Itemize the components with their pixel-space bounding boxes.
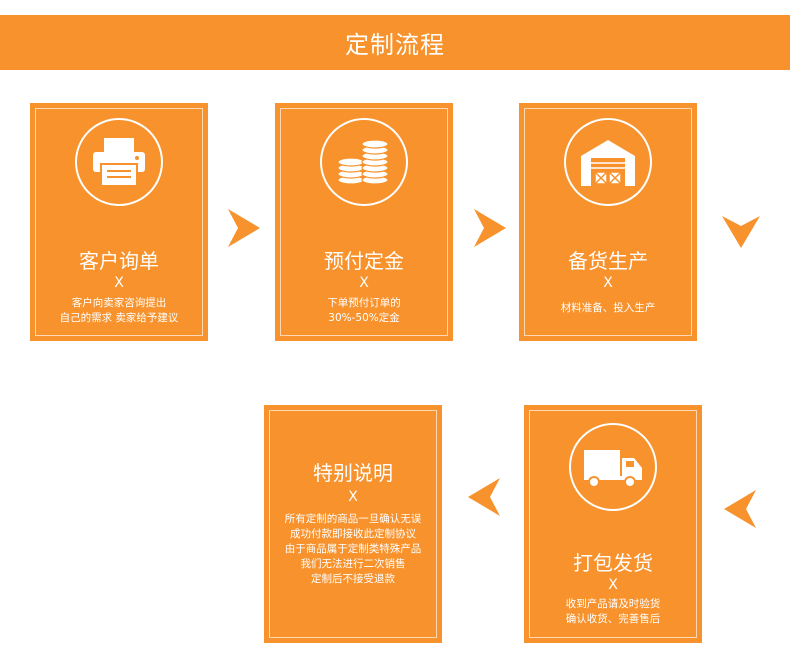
chevron-right-icon xyxy=(228,209,260,247)
chevron-down-icon xyxy=(722,216,760,248)
chevron-left-icon xyxy=(724,490,756,528)
step-mark: X xyxy=(359,275,369,291)
step-title: 备货生产 xyxy=(568,249,648,273)
step-description: 下单预付订单的 30%-50%定金 xyxy=(327,297,401,324)
step-title: 客户询单 xyxy=(79,249,159,273)
step-description: 材料准备、投入生产 xyxy=(560,302,656,314)
chevron-left-icon xyxy=(468,478,500,516)
step-description: 所有定制的商品一旦确认无误 成功付款即接收此定制协议 由于商品属于定制类特殊产品… xyxy=(284,513,422,585)
card-border xyxy=(529,410,697,638)
warehouse-icon xyxy=(564,118,652,206)
step-mark: X xyxy=(608,577,618,593)
card-border xyxy=(35,108,203,336)
card-border xyxy=(524,108,692,336)
step-title: 打包发货 xyxy=(573,551,653,575)
step-card-deposit: 预付定金 X 下单预付订单的 30%-50%定金 xyxy=(275,103,453,341)
step-mark: X xyxy=(603,275,613,291)
step-card-inquiry: 客户询单 X 客户向卖家咨询提出 自己的需求 卖家给予建议 xyxy=(30,103,208,341)
page-title: 定制流程 xyxy=(345,31,445,59)
coins-icon xyxy=(320,118,408,206)
step-card-notice: 特别说明 X 所有定制的商品一旦确认无误 成功付款即接收此定制协议 由于商品属于… xyxy=(264,405,442,643)
step-card-production: 备货生产 X 材料准备、投入生产 xyxy=(519,103,697,341)
card-border xyxy=(269,410,437,638)
step-description: 客户向卖家咨询提出 自己的需求 卖家给予建议 xyxy=(59,297,179,324)
step-title: 预付定金 xyxy=(324,249,404,273)
page-title-bar: 定制流程 xyxy=(0,15,790,70)
step-mark: X xyxy=(348,489,358,505)
step-description: 收到产品请及时验货 确认收货、完善售后 xyxy=(565,598,661,625)
step-mark: X xyxy=(114,275,124,291)
step-card-shipping: 打包发货 X 收到产品请及时验货 确认收货、完善售后 xyxy=(524,405,702,643)
truck-icon xyxy=(569,423,657,511)
chevron-right-icon xyxy=(474,209,506,247)
printer-icon xyxy=(75,118,163,206)
step-title: 特别说明 xyxy=(313,461,393,485)
card-border xyxy=(280,108,448,336)
